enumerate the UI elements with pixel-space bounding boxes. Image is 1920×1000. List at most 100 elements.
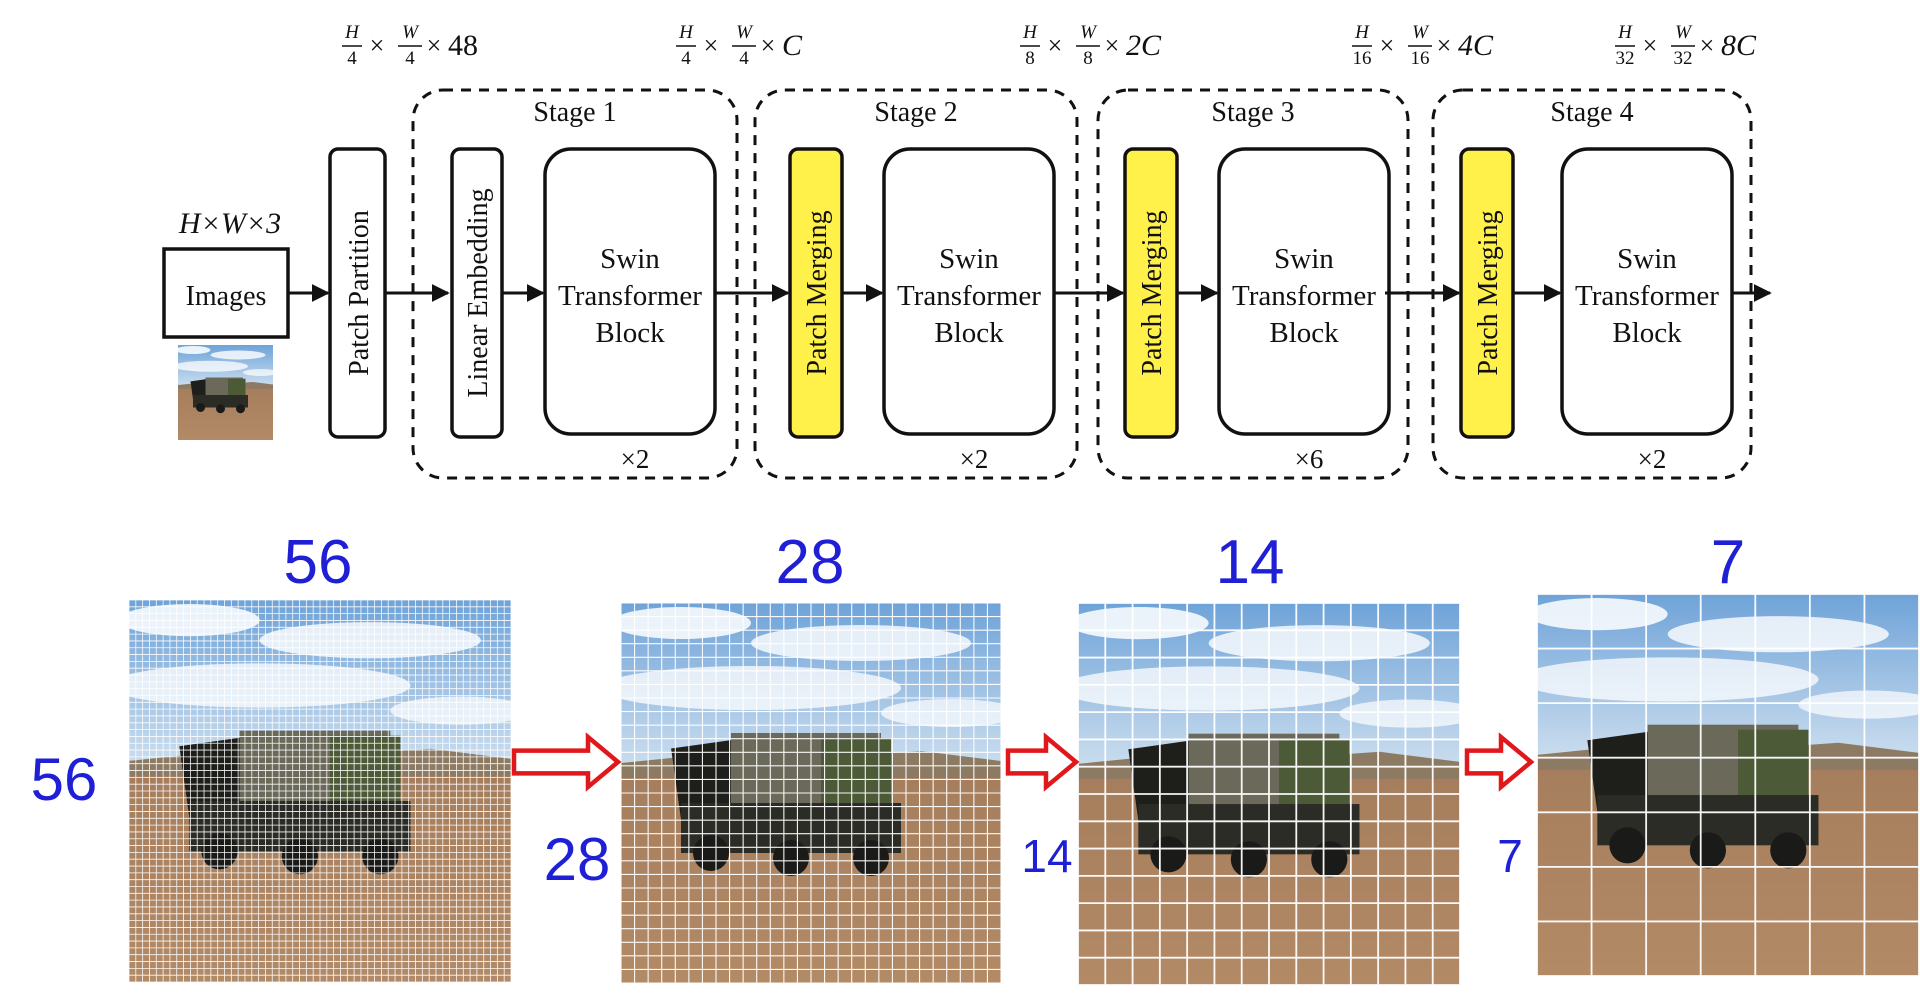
stage-dim-label: H4×W4×C	[676, 22, 803, 69]
swin-block-label: Transformer	[1575, 280, 1719, 312]
partition-dims: H4×W4×48	[342, 22, 478, 69]
stage-dim-label: H32×W32×8C	[1615, 22, 1757, 69]
grid-lines	[1536, 593, 1920, 977]
red-arrow-1	[511, 732, 622, 792]
times-sign: ×	[1105, 31, 1120, 60]
stage-label: Stage 3	[1211, 97, 1294, 128]
stage-2: Stage 2 Patch Merging SwinTransformerBlock…	[753, 22, 1162, 480]
red-arrow-2	[1005, 732, 1080, 792]
swin-block-label: Swin	[1617, 243, 1677, 275]
dim-h-den: 32	[1616, 48, 1635, 69]
times-sign: ×	[704, 31, 719, 60]
repeat-count: ×2	[621, 444, 650, 474]
input-thumbnail	[173, 345, 278, 440]
stage-label: Stage 1	[533, 97, 616, 128]
dim-w-den: 32	[1674, 48, 1693, 69]
grid-lines	[620, 602, 1002, 984]
stage-dim-label: H8×W8×2C	[1020, 22, 1162, 69]
dim-w-den: 16	[1411, 48, 1430, 69]
linear-embedding-label: Linear Embedding	[463, 188, 494, 397]
swin-transformer-block	[543, 147, 717, 436]
stages: Stage 1 Linear Embedding SwinTransformerBl…	[411, 22, 1757, 480]
dim-w-den: 8	[1083, 48, 1093, 69]
dim-h-den: 4	[347, 48, 357, 69]
stage-dim-label: H16×W16×4C	[1352, 22, 1494, 69]
grid-side-count: 7	[1497, 830, 1523, 882]
swin-block-label: Block	[1269, 317, 1339, 349]
grid-panel-2: 28 28	[544, 528, 1021, 984]
input-dim-label: H×W×3	[178, 207, 281, 240]
swin-transformer-block	[882, 147, 1056, 436]
patch-partition-label: Patch Partition	[344, 210, 375, 376]
dim-w-num: W	[1080, 22, 1098, 43]
swin-block-label: Block	[1612, 317, 1682, 349]
dim-channels: 2C	[1126, 29, 1162, 62]
stage-outline	[1431, 88, 1753, 480]
swin-block-label: Transformer	[1232, 280, 1376, 312]
patch-merging-label: Patch Merging	[1137, 210, 1168, 375]
images-label: Images	[186, 281, 267, 312]
stage-outline	[753, 88, 1079, 480]
dim-channels: 4C	[1458, 29, 1494, 62]
partition-dim-label: H4×W4×48	[342, 22, 478, 69]
dim-h-den: 8	[1025, 48, 1035, 69]
grid-image	[1516, 594, 1920, 976]
repeat-count: ×2	[960, 444, 989, 474]
grid-top-count: 7	[1711, 528, 1745, 597]
repeat-count: ×6	[1295, 444, 1324, 474]
dim-h-num: H	[678, 22, 694, 43]
repeat-count: ×2	[1638, 444, 1667, 474]
dim-w-num: W	[402, 22, 420, 43]
grid-lines	[128, 599, 512, 983]
swin-block-label: Block	[934, 317, 1004, 349]
dim-w-den: 4	[739, 48, 749, 69]
dim-h-num: H	[1617, 22, 1633, 43]
swin-block-label: Transformer	[558, 280, 702, 312]
times-sign: ×	[1643, 31, 1658, 60]
times-sign: ×	[1700, 31, 1715, 60]
stage-outline	[1096, 88, 1410, 480]
dim-channels: 48	[448, 29, 478, 62]
dim-h-num: H	[1354, 22, 1370, 43]
swin-block-label: Transformer	[897, 280, 1041, 312]
grid-side-count: 14	[1021, 830, 1072, 882]
patch-merging-label: Patch Merging	[802, 210, 833, 375]
swin-block-label: Swin	[1274, 243, 1334, 275]
red-arrow-3	[1464, 732, 1535, 792]
grid-panel-1: 56 56	[31, 528, 532, 983]
linear-embedding-box	[450, 147, 504, 439]
stage-3: Stage 3 Patch Merging SwinTransformerBlock…	[1096, 22, 1494, 480]
images-box	[162, 247, 290, 339]
grid-top-count: 28	[776, 528, 845, 597]
dim-h-num: H	[344, 22, 360, 43]
dim-channels: C	[782, 29, 803, 62]
dim-h-num: H	[1022, 22, 1038, 43]
grid-top-count: 14	[1216, 528, 1285, 597]
swin-block-label: Swin	[600, 243, 660, 275]
grid-side-count: 28	[544, 826, 611, 893]
patch-merging-label: Patch Merging	[1473, 210, 1504, 375]
times-sign: ×	[1437, 31, 1452, 60]
times-sign: ×	[1048, 31, 1063, 60]
dim-h-den: 4	[681, 48, 691, 69]
dim-w-num: W	[1412, 22, 1430, 43]
grid-panel-3: 14 14	[1021, 528, 1481, 986]
times-sign: ×	[370, 31, 385, 60]
dim-channels: 8C	[1721, 29, 1757, 62]
times-sign: ×	[1380, 31, 1395, 60]
grid-panel-4: 77	[1497, 528, 1920, 977]
swin-block-label: Swin	[939, 243, 999, 275]
dim-w-den: 4	[405, 48, 415, 69]
dim-h-den: 16	[1353, 48, 1372, 69]
dim-w-num: W	[1675, 22, 1693, 43]
times-sign: ×	[761, 31, 776, 60]
stage-outline	[411, 88, 739, 480]
grid-top-count: 56	[284, 528, 353, 597]
stage-label: Stage 2	[874, 97, 957, 128]
grid-side-count: 56	[31, 746, 98, 813]
dim-w-num: W	[736, 22, 754, 43]
